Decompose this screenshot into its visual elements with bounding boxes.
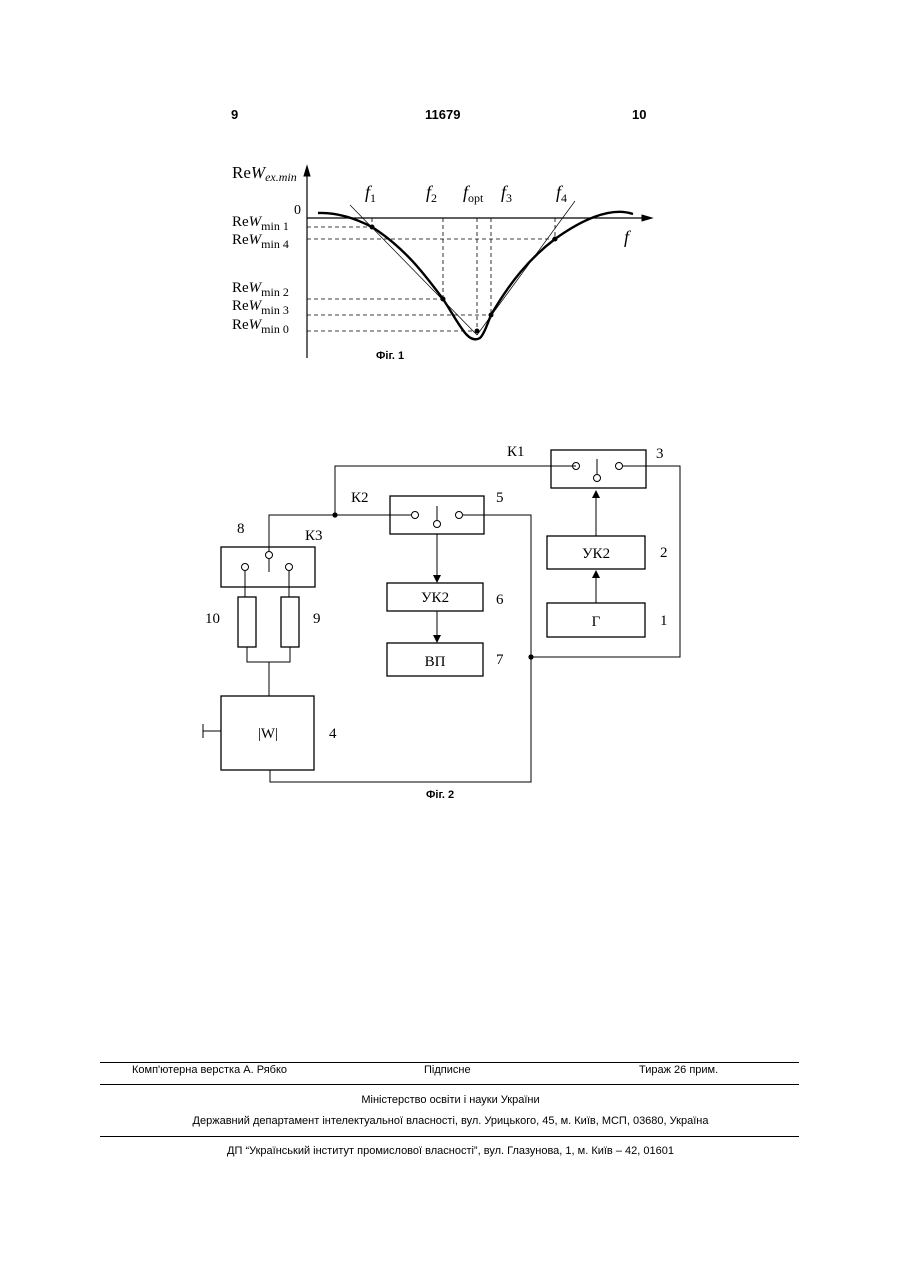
k2-contact-right bbox=[456, 512, 463, 519]
label-k1: К1 bbox=[507, 444, 525, 460]
point-f4 bbox=[553, 237, 558, 242]
block-3-switch-k1 bbox=[551, 450, 646, 488]
num-10: 10 bbox=[205, 611, 220, 627]
label-k3: К3 bbox=[305, 528, 323, 544]
footer-institute: ДП “Український інститут промислової вла… bbox=[0, 1145, 901, 1157]
figure-1-caption: Фіг. 1 bbox=[376, 350, 404, 362]
x-label-fopt: fopt bbox=[463, 182, 484, 205]
junction-node-return bbox=[528, 654, 533, 659]
x-label-f1: f1 bbox=[365, 182, 376, 205]
point-f2 bbox=[441, 297, 446, 302]
num-8: 8 bbox=[237, 521, 245, 537]
y-axis-label: ReWex.min bbox=[232, 163, 297, 184]
label-generator: Г bbox=[592, 614, 601, 630]
label-vp: ВП bbox=[425, 654, 446, 670]
k2-contact-left bbox=[412, 512, 419, 519]
label-w: |W| bbox=[258, 726, 278, 742]
block-8-switch-k3 bbox=[221, 547, 315, 587]
k1-contact-right bbox=[616, 463, 623, 470]
footer-department: Державний департамент інтелектуальної вл… bbox=[0, 1115, 901, 1127]
k2-common bbox=[434, 521, 441, 528]
figure-2-caption: Фіг. 2 bbox=[426, 789, 454, 801]
num-4: 4 bbox=[329, 726, 337, 742]
num-7: 7 bbox=[496, 652, 504, 668]
x-axis-label: f bbox=[624, 227, 632, 247]
point-f1 bbox=[370, 225, 375, 230]
num-9: 9 bbox=[313, 611, 321, 627]
point-f3 bbox=[489, 313, 494, 318]
x-label-f4: f4 bbox=[556, 182, 567, 205]
k3-contact-left bbox=[242, 564, 249, 571]
response-curve bbox=[318, 212, 633, 340]
block-10-resistor bbox=[238, 597, 256, 647]
footer-layout-credit: Комп'ютерна верстка А. Рябко bbox=[132, 1064, 287, 1076]
x-label-f3: f3 bbox=[501, 182, 512, 205]
y-label-min3: ReWmin 3 bbox=[232, 298, 289, 317]
junction-node-k bbox=[332, 512, 337, 517]
footer-circulation: Тираж 26 прим. bbox=[639, 1064, 718, 1076]
footer-signed: Підписне bbox=[424, 1064, 471, 1076]
arrow-head-vp bbox=[433, 635, 441, 643]
y-label-min2: ReWmin 2 bbox=[232, 280, 289, 299]
num-2: 2 bbox=[660, 545, 668, 561]
footer-rule-bottom bbox=[100, 1136, 799, 1137]
y-label-min0: ReWmin 0 bbox=[232, 317, 289, 336]
zero-label: 0 bbox=[294, 203, 301, 218]
arrow-head-k1 bbox=[592, 490, 600, 498]
num-6: 6 bbox=[496, 592, 504, 608]
k1-common bbox=[594, 475, 601, 482]
x-label-f2: f2 bbox=[426, 182, 437, 205]
num-1: 1 bbox=[660, 613, 668, 629]
block-9-resistor bbox=[281, 597, 299, 647]
y-label-min1: ReWmin 1 bbox=[232, 214, 289, 233]
k3-common bbox=[266, 552, 273, 559]
label-amp-2: УК2 bbox=[582, 546, 610, 562]
footer-rule-top bbox=[100, 1062, 799, 1063]
footer-rule-middle bbox=[100, 1084, 799, 1085]
x-axis-arrow bbox=[642, 215, 652, 221]
num-3: 3 bbox=[656, 446, 664, 462]
wire-k2-right-return bbox=[270, 515, 531, 782]
y-axis-arrow bbox=[304, 166, 310, 176]
label-k2: К2 bbox=[351, 490, 369, 506]
arrow-head-amp6 bbox=[433, 575, 441, 583]
y-label-min4: ReWmin 4 bbox=[232, 232, 289, 251]
wire-resistors-join bbox=[247, 647, 290, 662]
point-fopt bbox=[475, 329, 480, 334]
wire-node-to-k3 bbox=[269, 515, 335, 551]
wire-k1-left bbox=[335, 466, 576, 515]
label-amp-6: УК2 bbox=[421, 590, 449, 606]
num-5: 5 bbox=[496, 490, 504, 506]
k3-contact-right bbox=[286, 564, 293, 571]
footer-ministry: Міністерство освіти і науки України bbox=[0, 1094, 901, 1106]
arrow-head-amp2 bbox=[592, 570, 600, 578]
